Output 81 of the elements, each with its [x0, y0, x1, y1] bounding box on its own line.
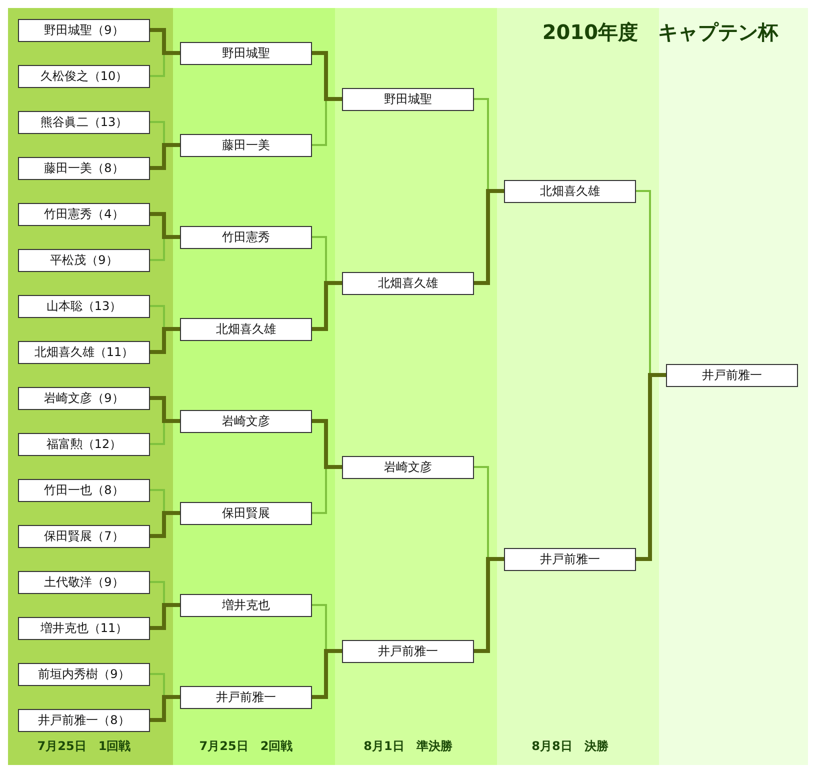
- bracket-line: [324, 465, 342, 469]
- bracket-line: [312, 51, 328, 97]
- bracket-line: [162, 419, 180, 423]
- bracket-line: [162, 143, 180, 147]
- bracket-line: [150, 239, 165, 261]
- player-box: 平松茂（9）: [18, 249, 150, 272]
- bracket-line: [636, 190, 651, 373]
- bracket-line: [150, 28, 166, 51]
- player-box: 増井克也（11）: [18, 617, 150, 640]
- bracket-line: [162, 51, 180, 55]
- bracket-line: [150, 699, 166, 722]
- bracket-line: [312, 419, 328, 465]
- bracket-line: [474, 466, 489, 557]
- bracket-line: [150, 121, 165, 143]
- bracket-line: [150, 55, 165, 77]
- round-label: 8月1日 準決勝: [364, 739, 452, 754]
- bracket-line: [150, 673, 165, 695]
- title: 2010年度 キャプテン杯: [542, 20, 778, 44]
- bracket-line: [150, 489, 165, 511]
- bracket-line: [150, 331, 166, 354]
- player-box: 熊谷眞二（13）: [18, 111, 150, 134]
- player-box: 藤田一美: [180, 134, 312, 157]
- bracket-line: [324, 281, 342, 285]
- bracket-line: [636, 377, 652, 561]
- player-box: 井戸前雅一: [342, 640, 474, 663]
- player-box: 岩崎文彦（9）: [18, 387, 150, 410]
- bracket-line: [486, 557, 504, 561]
- bracket-line: [162, 327, 180, 331]
- round-label: 7月25日 2回戦: [199, 739, 293, 754]
- bracket-line: [150, 147, 166, 170]
- player-box: 保田賢展: [180, 502, 312, 525]
- bracket-line: [162, 603, 180, 607]
- bracket-line: [486, 189, 504, 193]
- bracket-line: [324, 97, 342, 101]
- player-box: 土代敬洋（9）: [18, 571, 150, 594]
- player-box: 岩崎文彦: [342, 456, 474, 479]
- player-box: 山本聡（13）: [18, 295, 150, 318]
- bracket-line: [324, 649, 342, 653]
- round-label: 8月8日 決勝: [532, 739, 608, 754]
- bracket-line: [312, 653, 328, 699]
- player-box: 北畑喜久雄: [180, 318, 312, 341]
- bracket-line: [312, 469, 327, 514]
- player-box: 野田城聖: [342, 88, 474, 111]
- player-box: 藤田一美（8）: [18, 157, 150, 180]
- round-label: 7月25日 1回戦: [37, 739, 131, 754]
- bracket-line: [150, 607, 166, 630]
- bracket-line: [474, 193, 490, 285]
- bracket-line: [312, 285, 328, 331]
- player-box: 井戸前雅一: [666, 364, 798, 387]
- player-box: 北畑喜久雄: [342, 272, 474, 295]
- player-box: 岩崎文彦: [180, 410, 312, 433]
- player-box: 竹田憲秀: [180, 226, 312, 249]
- bracket-line: [150, 423, 165, 445]
- player-box: 久松俊之（10）: [18, 65, 150, 88]
- player-box: 保田賢展（7）: [18, 525, 150, 548]
- bracket-line: [312, 101, 327, 146]
- bracket-line: [150, 305, 165, 327]
- player-box: 増井克也: [180, 594, 312, 617]
- bracket-line: [150, 212, 166, 235]
- bracket-line: [150, 581, 165, 603]
- bracket-line: [474, 561, 490, 653]
- player-box: 野田城聖（9）: [18, 19, 150, 42]
- bracket-line: [150, 396, 166, 419]
- player-box: 竹田一也（8）: [18, 479, 150, 502]
- bracket-line: [162, 695, 180, 699]
- player-box: 前垣内秀樹（9）: [18, 663, 150, 686]
- player-box: 井戸前雅一（8）: [18, 709, 150, 732]
- bracket-line: [312, 604, 327, 649]
- bracket-line: [474, 98, 489, 189]
- bracket-line: [648, 373, 666, 377]
- player-box: 北畑喜久雄: [504, 180, 636, 203]
- bracket-line: [150, 515, 166, 538]
- player-box: 野田城聖: [180, 42, 312, 65]
- bracket-line: [162, 511, 180, 515]
- player-box: 竹田憲秀（4）: [18, 203, 150, 226]
- bracket-line: [312, 236, 327, 281]
- player-box: 福富勲（12）: [18, 433, 150, 456]
- bracket-line: [162, 235, 180, 239]
- player-box: 北畑喜久雄（11）: [18, 341, 150, 364]
- player-box: 井戸前雅一: [180, 686, 312, 709]
- player-box: 井戸前雅一: [504, 548, 636, 571]
